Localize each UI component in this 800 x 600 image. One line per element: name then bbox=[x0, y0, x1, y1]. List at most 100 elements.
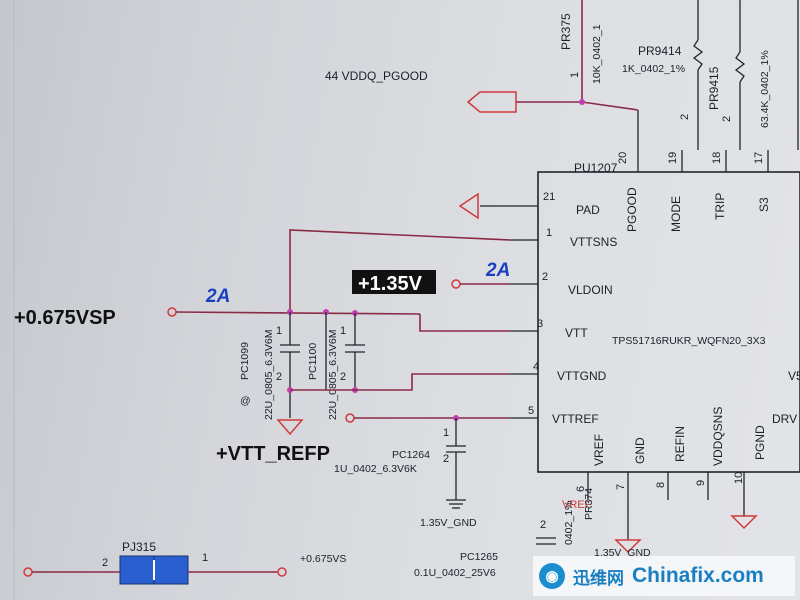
ic-pin-drv-partial: DRV bbox=[772, 412, 797, 426]
pr374-ref: PR374 bbox=[583, 488, 595, 520]
pin-name: VLDOIN bbox=[568, 283, 613, 297]
ic-pin-vldoin: 2 VLDOIN bbox=[510, 271, 613, 297]
pr9414-pin: 2 bbox=[679, 114, 691, 120]
ic-pin-vtt: 3 VTT bbox=[510, 318, 588, 340]
pin-name: S3 bbox=[757, 197, 771, 212]
pin-name: VTTREF bbox=[552, 412, 599, 426]
capacitor-pc1099: 1 2 PC1099 22U_0805_6.3V6M @ bbox=[239, 312, 300, 420]
pr9415-ref: PR9415 bbox=[707, 66, 721, 110]
pc1265-value: 0.1U_0402_25V6 bbox=[414, 567, 496, 579]
connector-vldoin bbox=[451, 279, 461, 289]
pr9415-pin: 2 bbox=[721, 116, 733, 122]
ic-pin-pgood: 20 PGOOD bbox=[617, 110, 639, 232]
ic-body bbox=[537, 171, 800, 473]
net-label-vs: +0.675VS bbox=[300, 553, 346, 565]
watermark-en: Chinafix.com bbox=[632, 564, 764, 587]
gnd-arrow-pad bbox=[458, 192, 479, 220]
connector-pj315-right bbox=[277, 567, 287, 577]
capacitor-pc1264: 1 2 PC1264 1U_0402_6.3V6K bbox=[334, 418, 466, 509]
pin-number: 5 bbox=[528, 405, 534, 417]
pr375-ref: PR375 bbox=[559, 13, 573, 50]
pin-name: VTTSNS bbox=[570, 235, 617, 249]
jumper-pj315-half-a bbox=[119, 555, 155, 585]
pc1264-ref: PC1264 bbox=[392, 449, 430, 461]
net-label-v135: +1.35V bbox=[358, 273, 423, 295]
pin-name: PGOOD bbox=[625, 187, 639, 232]
pin-name: MODE bbox=[669, 196, 683, 232]
pin-number: 8 bbox=[655, 482, 667, 488]
pin-name: VTTGND bbox=[557, 369, 607, 383]
pr9415-resistor bbox=[734, 51, 746, 83]
pr375-pin-1: 1 bbox=[569, 72, 581, 78]
wire-vttgnd bbox=[290, 373, 510, 391]
pin-number: 2 bbox=[276, 371, 282, 383]
net-port-vddq-pgood bbox=[466, 91, 517, 113]
pin-number: 17 bbox=[753, 152, 765, 164]
ic-pin-mode: 19 MODE bbox=[667, 150, 683, 232]
pc1099-ref: PC1099 bbox=[239, 342, 251, 380]
ic-pin-gnd: GND 7 bbox=[615, 437, 647, 540]
pin-name: VTT bbox=[565, 326, 588, 340]
pin-number: 4 bbox=[533, 361, 539, 373]
pin-number: 2 bbox=[340, 371, 346, 383]
chinafix-logo-icon: ◉ bbox=[539, 563, 565, 589]
ic-pin-vttref: 5 VTTREF bbox=[510, 405, 599, 426]
pj315-pin-2: 2 bbox=[102, 557, 108, 569]
pin-number: 10 bbox=[733, 472, 745, 484]
gnd-symbol-pgnd bbox=[730, 515, 758, 530]
net-label-vsp: +0.675VSP bbox=[14, 307, 116, 329]
net-label-vddq-pgood: 44 VDDQ_PGOOD bbox=[325, 69, 428, 83]
pin-number: 18 bbox=[711, 152, 723, 164]
pin-number: 21 bbox=[543, 191, 555, 203]
pin-number: 7 bbox=[615, 484, 627, 490]
pin-number: 1 bbox=[340, 325, 346, 337]
pin-number: 6 bbox=[575, 486, 587, 492]
jumper-pj315-half-b bbox=[153, 555, 189, 585]
ic-pin-pad: 21 PAD bbox=[480, 191, 600, 217]
pc1099-value: 22U_0805_6.3V6M bbox=[263, 330, 275, 421]
gnd-label-a: 1.35V_GND bbox=[420, 517, 477, 529]
watermark: ◉ 迅维网 Chinafix.com bbox=[533, 556, 795, 596]
pin-number: 3 bbox=[537, 318, 543, 330]
wire-vtt bbox=[419, 314, 510, 332]
connector-vsp bbox=[167, 307, 177, 317]
pin-number: 9 bbox=[695, 480, 707, 486]
pr375-value: 10K_0402_1 bbox=[591, 24, 603, 84]
pin-number: 1 bbox=[546, 227, 552, 239]
ic-part-number: TPS51716RUKR_WQFN20_3X3 bbox=[612, 335, 766, 347]
capacitor-pc1100: 1 2 PC1100 22U_0805_6.3V6M bbox=[307, 312, 365, 420]
pin-name: PAD bbox=[576, 203, 600, 217]
ic-pin-pgnd: PGND 10 bbox=[733, 425, 767, 516]
pr9414-ref: PR9414 bbox=[638, 44, 682, 58]
ic-pin-vttgnd: 4 VTTGND bbox=[510, 361, 607, 383]
pin-number: 19 bbox=[667, 152, 679, 164]
ic-pin-vref: VREF 6 bbox=[575, 434, 606, 500]
pr374-pin: 2 bbox=[540, 519, 546, 531]
pin-number: 1 bbox=[276, 325, 282, 337]
ic-pin-v5-partial: V5 bbox=[788, 369, 800, 383]
pc1099-mark: @ bbox=[240, 395, 251, 407]
wire-vttsns bbox=[289, 229, 511, 312]
pc1100-ref: PC1100 bbox=[307, 343, 319, 380]
pin-number: 2 bbox=[542, 271, 548, 283]
ic-pin-s3: 17 S3 bbox=[753, 150, 771, 212]
ic-pin-trip: 18 TRIP bbox=[711, 150, 727, 220]
pc1264-value: 1U_0402_6.3V6K bbox=[334, 463, 417, 475]
net-label-vtt-refp: +VTT_REFP bbox=[216, 443, 330, 465]
pr9414-value: 1K_0402_1% bbox=[622, 63, 685, 75]
current-label-2a-left: 2A bbox=[205, 286, 230, 307]
pin-name: VDDQSNS bbox=[711, 407, 725, 466]
net-label-vref: VREF bbox=[562, 499, 592, 511]
connector-vttref bbox=[345, 413, 355, 423]
pin-number: 1 bbox=[443, 427, 449, 439]
ic-pin-vddqsns: VDDQSNS 9 bbox=[695, 407, 725, 500]
ic-pin-vttsns: 1 VTTSNS bbox=[510, 227, 617, 249]
pin-number: 20 bbox=[617, 152, 629, 164]
pin-name: GND bbox=[633, 437, 647, 464]
pj315-pin-1: 1 bbox=[202, 552, 208, 564]
pj315-ref: PJ315 bbox=[122, 540, 156, 554]
pin-name: REFIN bbox=[673, 426, 687, 462]
pin-name: TRIP bbox=[713, 193, 727, 220]
watermark-cn: 迅维网 bbox=[573, 568, 624, 588]
